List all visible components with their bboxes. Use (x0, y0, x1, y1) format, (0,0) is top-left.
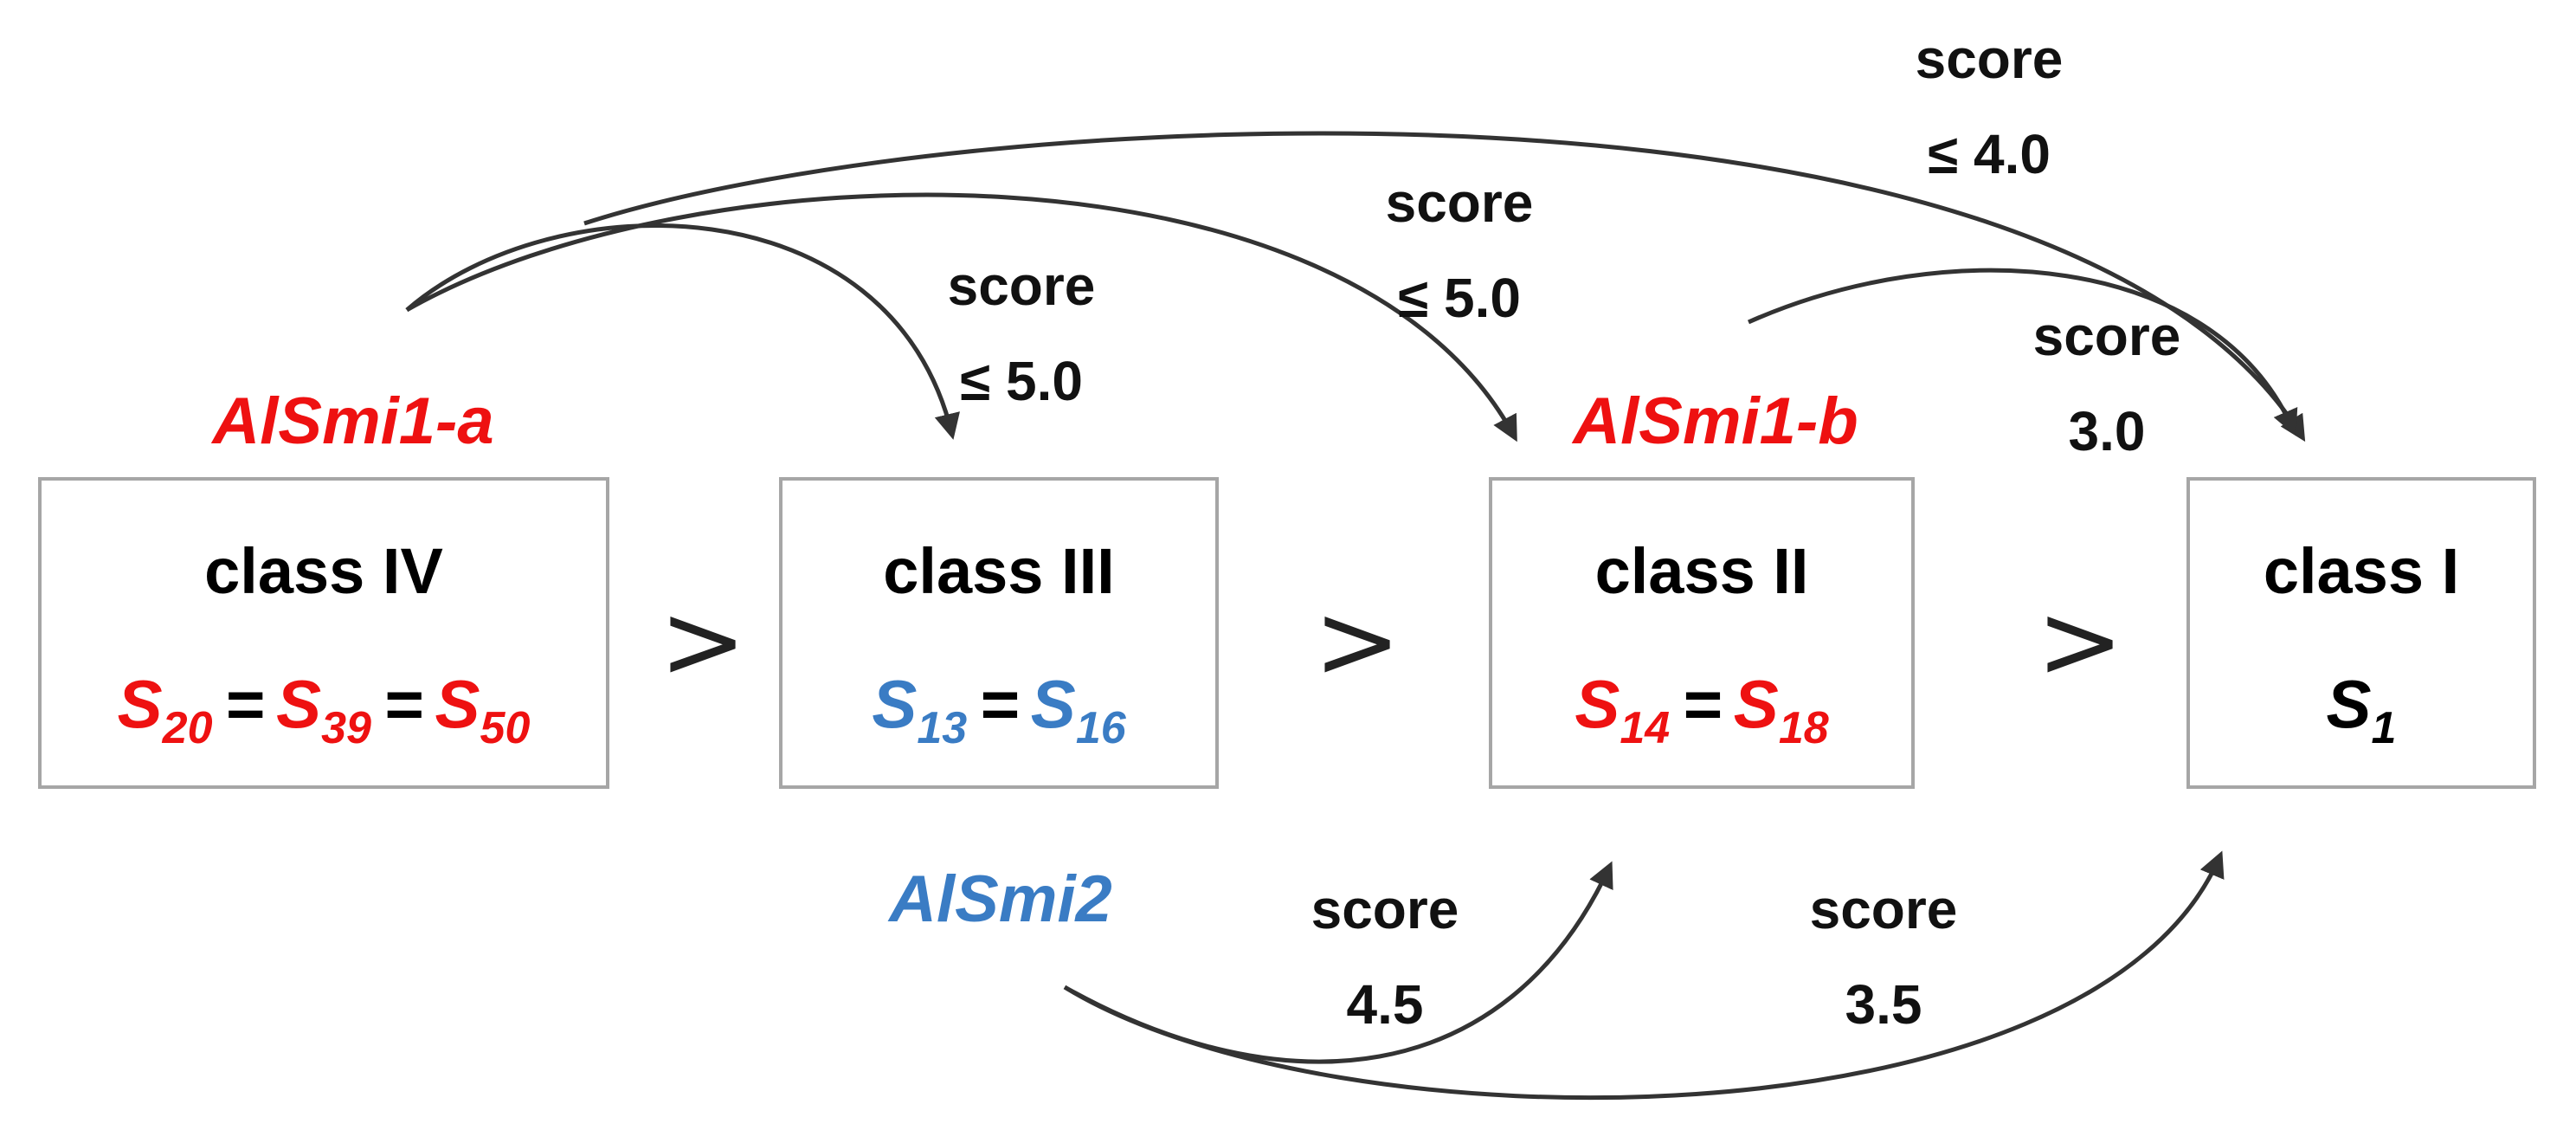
equals-sign: = (979, 666, 1019, 742)
greater-than-sign: > (1314, 582, 1401, 702)
set-member: S14 (1575, 666, 1670, 753)
class-box-iv: class IV S20=S39=S50 (38, 477, 609, 789)
arrow-alsmi1a-to-class-iii (405, 223, 960, 440)
svg-text:score: score (948, 255, 1096, 317)
set-member: S16 (1031, 666, 1127, 753)
arrows (405, 131, 2306, 1101)
arrow-alsmi1a-to-class-i (583, 131, 2306, 442)
class-iv-members: S20=S39=S50 (118, 666, 531, 753)
class-box-i: class I S1 (2186, 477, 2536, 789)
class-box-ii: class II S14=S18 (1489, 477, 1915, 789)
svg-text:≤ 5.0: ≤ 5.0 (960, 350, 1083, 412)
gene-label-alsmi2: AlSmi2 (887, 862, 1112, 936)
equals-sign: = (1682, 666, 1722, 742)
class-iii-members: S13=S16 (872, 666, 1126, 753)
set-member: S13 (872, 666, 967, 753)
class-ii-members: S14=S18 (1575, 666, 1828, 753)
svg-text:≤ 5.0: ≤ 5.0 (1398, 267, 1521, 329)
gene-label-alsmi1-b: AlSmi1-b (1571, 384, 1858, 458)
arrow-alsmi1b-to-class-i (1747, 268, 2298, 436)
score-label: score ≤ 4.0 (1916, 28, 2064, 185)
svg-text:score: score (1916, 28, 2064, 90)
score-label: score 4.5 (1311, 878, 1459, 1036)
equals-sign: = (383, 666, 423, 742)
class-iv-label: class IV (204, 535, 443, 607)
class-i-members: S1 (2327, 666, 2397, 753)
score-label: score ≤ 5.0 (1386, 171, 1534, 329)
class-i-label: class I (2264, 535, 2459, 607)
svg-text:score: score (2033, 305, 2181, 367)
score-label: score 3.0 (2033, 305, 2181, 462)
svg-text:score: score (1386, 171, 1534, 234)
class-ii-label: class II (1595, 535, 1809, 607)
arrow-alsmi2-to-class-i (1063, 850, 2225, 1101)
score-label: score 3.5 (1810, 878, 1958, 1036)
score-label: score ≤ 5.0 (948, 255, 1096, 412)
gene-label-alsmi1-a: AlSmi1-a (210, 384, 493, 458)
svg-text:4.5: 4.5 (1347, 973, 1424, 1036)
arrow-alsmi1a-to-class-ii (405, 192, 1517, 442)
set-member: S50 (435, 666, 531, 753)
svg-text:score: score (1311, 878, 1459, 940)
greater-than-sign: > (2037, 582, 2124, 702)
set-member: S20 (118, 666, 213, 753)
set-member: S39 (276, 666, 371, 753)
set-member: S1 (2327, 666, 2397, 753)
set-member: S18 (1734, 666, 1829, 753)
svg-text:≤ 4.0: ≤ 4.0 (1928, 123, 2051, 185)
svg-text:3.0: 3.0 (2069, 400, 2146, 462)
svg-text:3.5: 3.5 (1845, 973, 1922, 1036)
class-iii-label: class III (883, 535, 1114, 607)
svg-text:score: score (1810, 878, 1958, 940)
class-box-iii: class III S13=S16 (779, 477, 1219, 789)
greater-than-sign: > (660, 582, 747, 702)
equals-sign: = (225, 666, 265, 742)
